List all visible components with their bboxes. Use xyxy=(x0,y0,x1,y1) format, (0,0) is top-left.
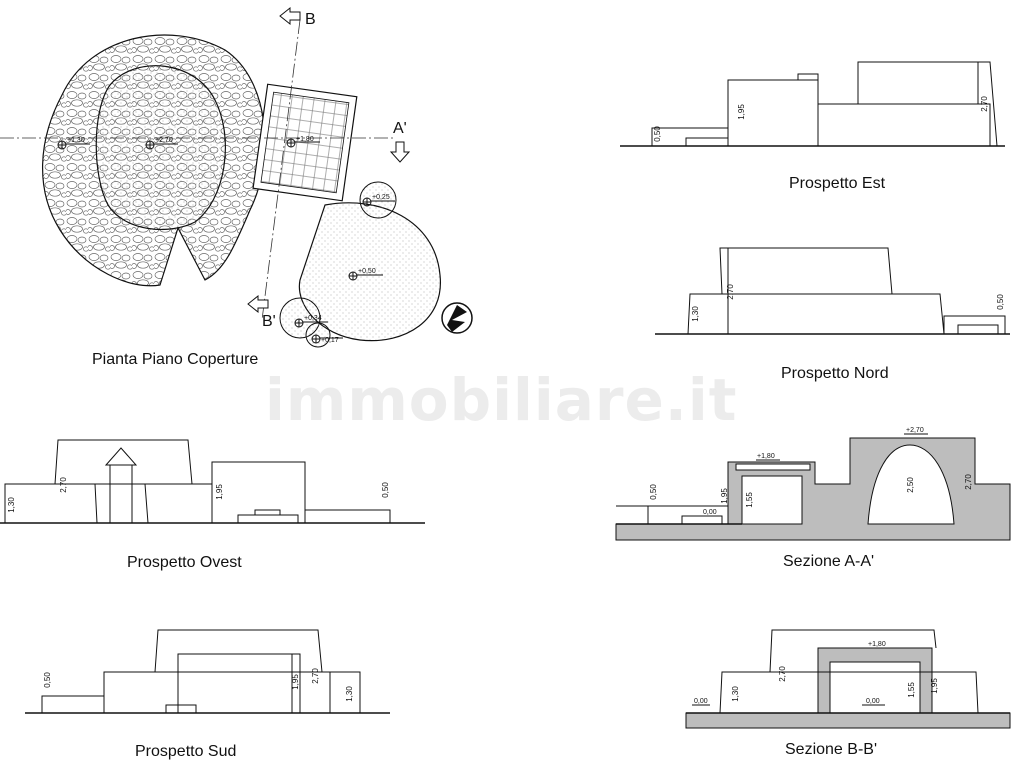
dim-nord-270: 2,70 xyxy=(726,284,735,300)
dim-sud-270: 2,70 xyxy=(311,668,320,684)
dim-secA-250: 2,50 xyxy=(906,477,915,493)
caption-ovest: Prospetto Ovest xyxy=(127,554,242,571)
caption-est: Prospetto Est xyxy=(789,175,886,192)
level-secB-180: +1,80 xyxy=(868,641,886,648)
dim-secB-130: 1,30 xyxy=(731,686,740,702)
dim-secA-050: 0,50 xyxy=(649,484,658,500)
level-plan-180: +1,80 xyxy=(296,136,314,143)
mark-a1: A' xyxy=(393,120,407,137)
dim-secA-270: 2,70 xyxy=(964,474,973,490)
dim-secA-155: 1,55 xyxy=(745,492,754,508)
level-secA-180: +1,80 xyxy=(757,453,775,460)
caption-nord: Prospetto Nord xyxy=(781,365,889,382)
section-arrow-a1-icon xyxy=(389,141,411,163)
watermark: immobiliare.it xyxy=(265,366,737,434)
section-a-a: 0,50 1,95 1,55 2,50 2,70 +1,80 +2,70 0,0… xyxy=(615,427,1011,570)
dim-ovest-130: 1,30 xyxy=(7,497,16,513)
dim-sud-195: 1,95 xyxy=(291,674,300,690)
section-b-b: 0,00 0,00 +1,80 1,30 2,70 1,55 1,95 Sezi… xyxy=(685,629,1011,758)
dim-sud-050: 0,50 xyxy=(43,672,52,688)
level-plan-034: +0,34 xyxy=(304,315,322,322)
level-plan-017: +0,17 xyxy=(321,337,339,344)
mark-b: B xyxy=(305,11,316,28)
caption-sud: Prospetto Sud xyxy=(135,743,236,760)
dim-sud-130: 1,30 xyxy=(345,686,354,702)
dim-secA-195: 1,95 xyxy=(720,488,729,504)
level-plan-050: +0,50 xyxy=(358,268,376,275)
elevation-ovest: 1,30 2,70 1,95 0,50 Prospetto Ovest xyxy=(0,439,425,571)
level-secA-000: 0,00 xyxy=(703,509,717,516)
dim-secB-195: 1,95 xyxy=(930,678,939,694)
dim-secB-270: 2,70 xyxy=(778,666,787,682)
elevation-nord: 1,30 2,70 0,50 Prospetto Nord xyxy=(655,247,1010,382)
level-plan-130: +1,30 xyxy=(67,137,85,144)
dim-est-270: 2,70 xyxy=(980,96,989,112)
level-secA-270: +2,70 xyxy=(906,427,924,434)
dim-nord-130: 1,30 xyxy=(691,306,700,322)
level-secB-000b: 0,00 xyxy=(866,698,880,705)
level-secB-000a: 0,00 xyxy=(694,698,708,705)
dim-nord-050: 0,50 xyxy=(996,294,1005,310)
caption-sezA: Sezione A-A' xyxy=(783,553,874,570)
caption-sezB: Sezione B-B' xyxy=(785,741,877,758)
section-arrow-b1-icon xyxy=(247,294,269,314)
section-arrow-b-icon xyxy=(279,6,301,26)
level-plan-025: +0,25 xyxy=(372,194,390,201)
dim-ovest-270: 2,70 xyxy=(59,477,68,493)
mark-b1: B' xyxy=(262,313,276,330)
dim-est-050: 0,50 xyxy=(653,126,662,142)
dim-secB-155: 1,55 xyxy=(907,682,916,698)
dim-ovest-195: 1,95 xyxy=(215,484,224,500)
elevation-est: 0,50 1,95 2,70 Prospetto Est xyxy=(620,61,1005,192)
caption-plan: Pianta Piano Coperture xyxy=(92,351,258,368)
inner-dome xyxy=(95,65,226,231)
level-plan-270: +2,70 xyxy=(155,137,173,144)
dim-est-195: 1,95 xyxy=(737,104,746,120)
north-arrow-icon xyxy=(441,302,473,334)
dim-ovest-050: 0,50 xyxy=(381,482,390,498)
roof-plan: +1,30 +2,70 +1,80 +0,25 +0,50 +0,34 +0,1… xyxy=(0,6,473,368)
elevation-sud: 0,50 1,95 2,70 1,30 Prospetto Sud xyxy=(25,629,390,760)
